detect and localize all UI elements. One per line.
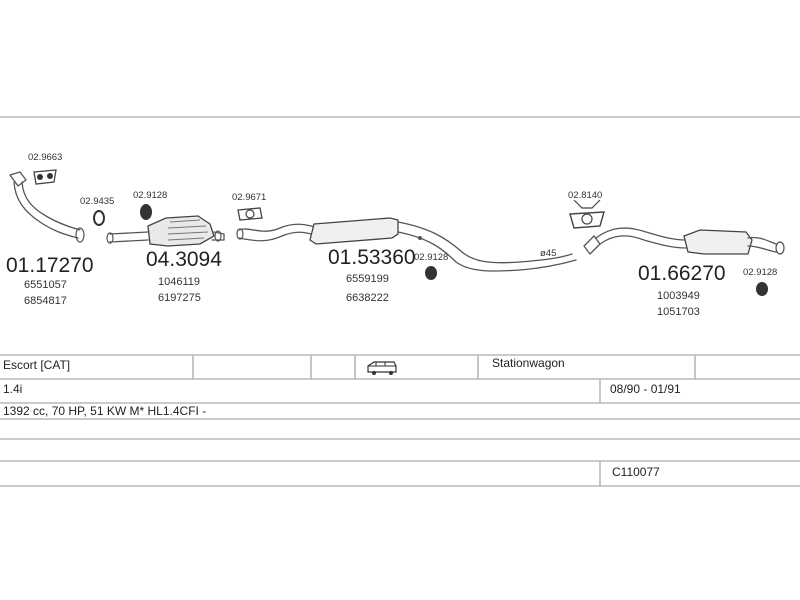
cat-ring-number: 02.9435	[80, 196, 114, 207]
downpipe-ref-1: 6551057	[24, 279, 67, 291]
vehicle-spec: 1392 cc, 70 HP, 51 KW M* HL1.4CFI -	[3, 404, 206, 418]
rear-silencer-ref-1: 1003949	[657, 290, 700, 302]
vehicle-period: 08/90 - 01/91	[610, 382, 681, 396]
center-gasket-icon	[237, 207, 263, 221]
cat-mount-number: 02.9128	[133, 190, 167, 201]
center-silencer-part	[236, 217, 577, 272]
vehicle-body-type: Stationwagon	[492, 356, 565, 370]
center-gasket-number: 02.9671	[232, 192, 266, 203]
vehicle-engine: 1.4i	[3, 382, 22, 396]
pipe-diameter-label: ø45	[540, 248, 556, 259]
downpipe-gasket-number: 02.9663	[28, 152, 62, 163]
rear-mount-upper-number: 02.8140	[568, 190, 602, 201]
downpipe-gasket-icon	[33, 169, 57, 185]
vehicle-model: Escort [CAT]	[3, 358, 70, 372]
downpipe-ref-2: 6854817	[24, 295, 67, 307]
rear-mount-icon	[756, 282, 768, 296]
rear-silencer-ref-2: 1051703	[657, 306, 700, 318]
rear-silencer-part	[583, 227, 785, 255]
cat-mount-icon	[140, 204, 152, 220]
vehicle-info-table	[0, 354, 800, 487]
rear-silencer-number: 01.66270	[638, 262, 726, 285]
catalyst-part	[106, 215, 225, 247]
station-wagon-icon	[367, 361, 397, 375]
downpipe-number: 01.17270	[6, 254, 94, 277]
center-silencer-number: 01.53360	[328, 246, 416, 269]
center-mount-icon	[425, 266, 437, 280]
center-silencer-ref-2: 6638222	[346, 292, 389, 304]
downpipe-part	[9, 171, 85, 243]
catalyst-ref-2: 6197275	[158, 292, 201, 304]
center-silencer-ref-1: 6559199	[346, 273, 389, 285]
catalyst-ref-1: 1046119	[158, 276, 200, 288]
rear-mount-upper-icon	[569, 199, 605, 229]
rear-mount-number: 02.9128	[743, 267, 777, 278]
cat-ring-icon	[93, 210, 105, 226]
catalog-code: C110077	[612, 465, 660, 479]
center-mount-number: 02.9128	[414, 252, 448, 263]
catalyst-number: 04.3094	[146, 248, 222, 271]
